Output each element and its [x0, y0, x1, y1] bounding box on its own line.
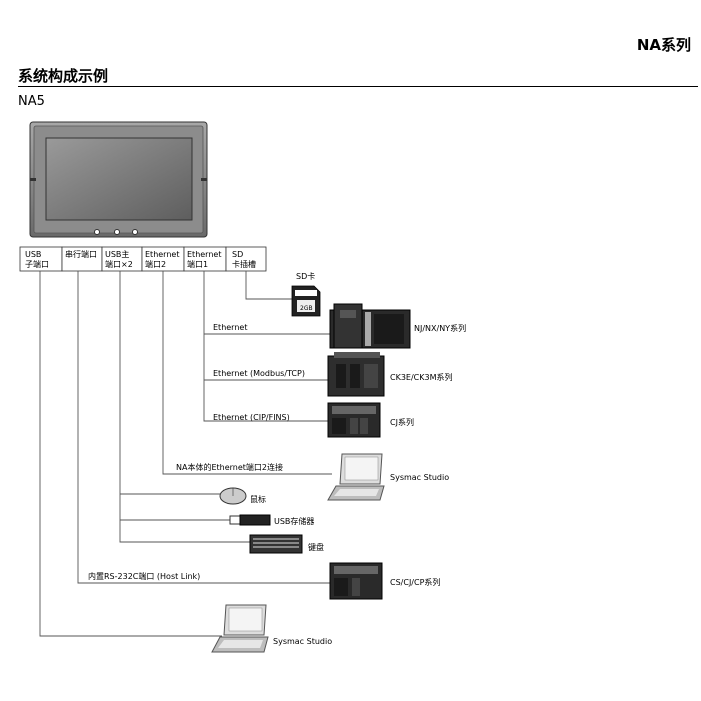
- connection-label: Ethernet: [213, 323, 247, 332]
- laptop-icon: [327, 453, 385, 501]
- port-label: 端口1: [187, 259, 208, 269]
- device-label: Sysmac Studio: [273, 637, 332, 646]
- port-label: 串行端口: [65, 249, 97, 259]
- connection-label: NA本体的Ethernet端口2连接: [176, 462, 283, 472]
- plc-ck3e-ck3m-icon: [327, 352, 385, 397]
- device-label: 鼠标: [250, 494, 266, 504]
- connection-label: Ethernet (CIP/FINS): [213, 413, 290, 422]
- port-label: 卡插槽: [232, 259, 256, 269]
- keyboard-icon: [249, 534, 303, 554]
- port-ethernet1: [183, 246, 227, 272]
- device-label: 键盘: [308, 542, 324, 552]
- port-label: USB主: [105, 249, 129, 259]
- port-usb-slave: [19, 246, 63, 272]
- device-label: CK3E/CK3M系列: [390, 372, 453, 382]
- title-rule: [18, 86, 698, 87]
- section-title: 系统构成示例: [18, 67, 109, 85]
- device-label: USB存储器: [274, 516, 314, 526]
- port-label: 端口2: [145, 259, 166, 269]
- port-row: USB 子端口 串行端口 USB主 端口×2 Ethernet 端口2 Ethe…: [19, 246, 267, 272]
- port-label: USB: [25, 250, 41, 259]
- port-serial: [61, 246, 103, 272]
- series-title: NA系列: [636, 36, 691, 54]
- port-label: Ethernet: [145, 250, 179, 259]
- laptop-icon: [211, 604, 269, 653]
- connection-lines: [39, 271, 332, 637]
- sd-card-icon: 2GB: [291, 285, 321, 317]
- plc-nj-nx-ny-icon: [329, 303, 411, 349]
- device-label: CJ系列: [390, 417, 414, 427]
- mouse-icon: [219, 487, 247, 505]
- usb-storage-icon: [229, 514, 271, 526]
- port-sd-slot: [225, 246, 267, 272]
- sd-card-capacity: 2GB: [300, 305, 313, 312]
- device-label: NJ/NX/NY系列: [414, 323, 466, 333]
- model-label: NA5: [18, 94, 45, 109]
- sd-card-label: SD卡: [296, 271, 315, 281]
- connection-label: 内置RS-232C端口 (Host Link): [88, 571, 200, 581]
- hmi-terminal: [29, 121, 208, 238]
- port-usb-host: [101, 246, 143, 272]
- plc-cj-icon: [327, 402, 381, 438]
- port-label: 端口×2: [105, 259, 133, 269]
- device-label: CS/CJ/CP系列: [390, 577, 440, 587]
- connection-label: Ethernet (Modbus/TCP): [213, 369, 305, 378]
- port-ethernet2: [141, 246, 185, 272]
- plc-cs-cj-cp-icon: [329, 562, 383, 600]
- device-label: Sysmac Studio: [390, 473, 449, 482]
- port-label: 子端口: [25, 259, 49, 269]
- port-label: SD: [232, 250, 243, 259]
- port-label: Ethernet: [187, 250, 221, 259]
